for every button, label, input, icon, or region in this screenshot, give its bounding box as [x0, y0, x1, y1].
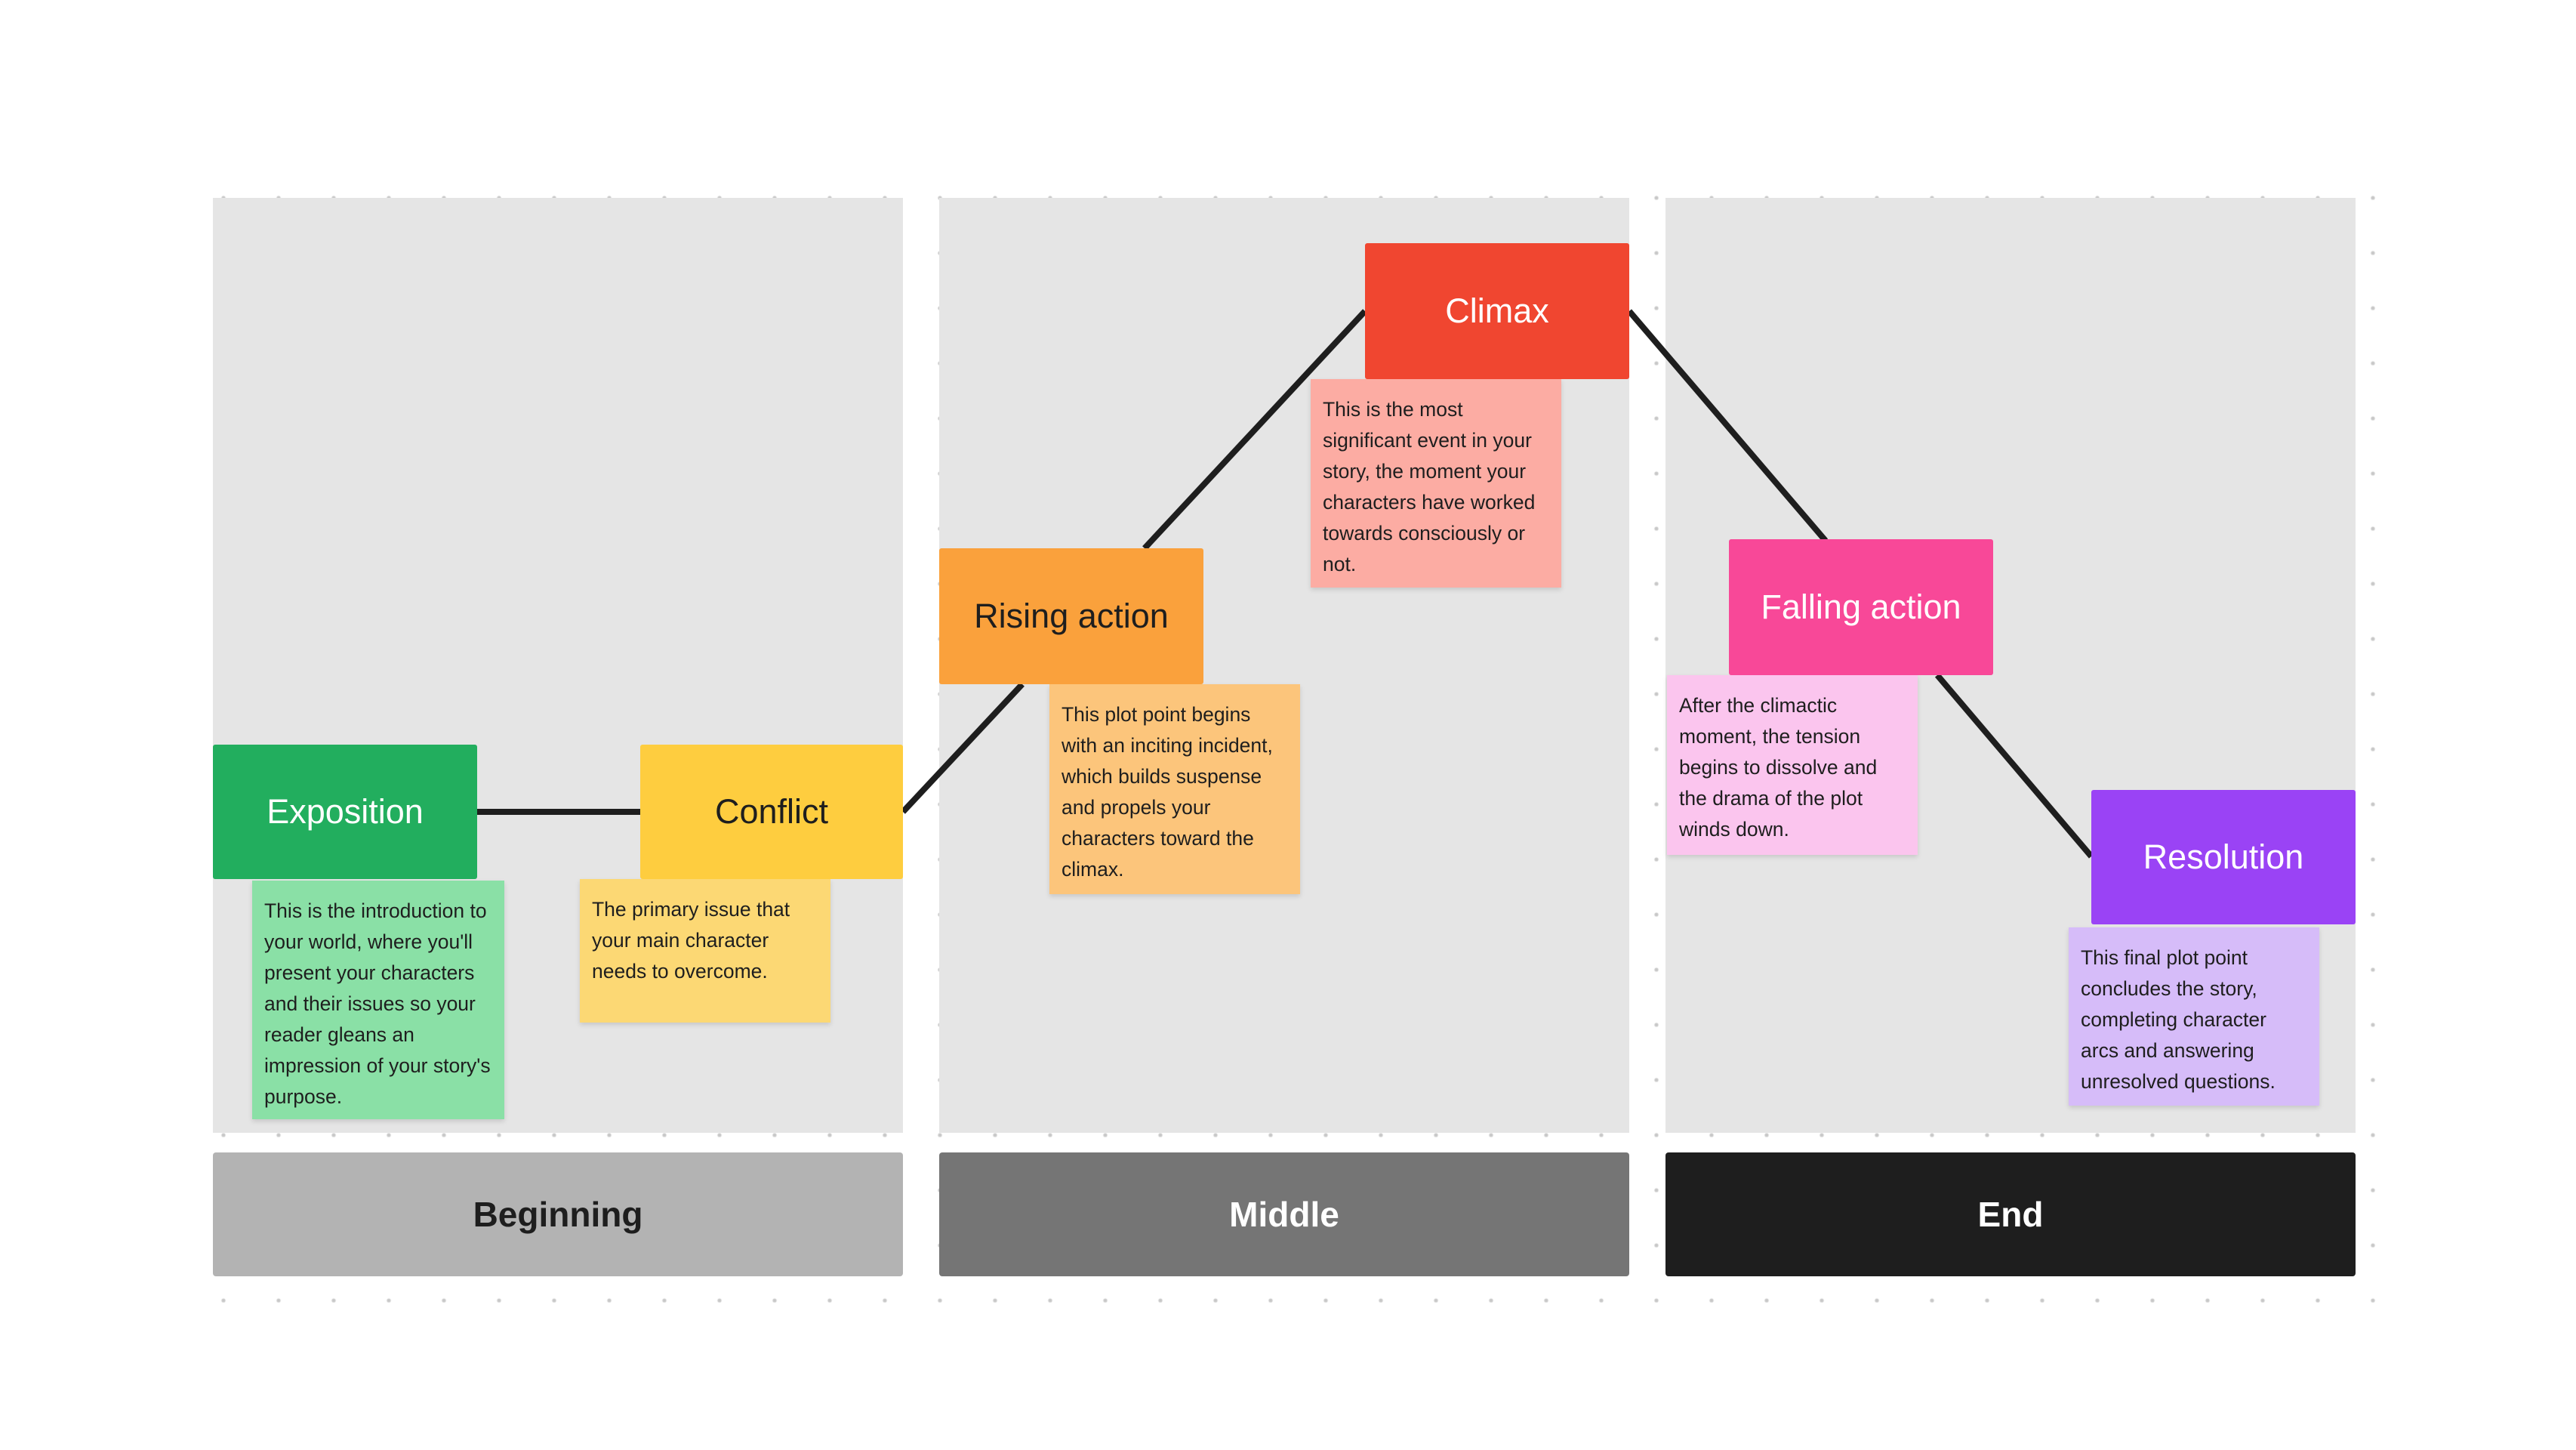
- connector-rising-climax[interactable]: [1142, 309, 1367, 551]
- node-climax[interactable]: Climax: [1365, 243, 1629, 379]
- note-rising-action[interactable]: This plot point begins with an inciting …: [1049, 684, 1300, 894]
- node-resolution-label: Resolution: [2143, 838, 2304, 876]
- footer-end[interactable]: End: [1665, 1152, 2356, 1276]
- footer-beginning-label: Beginning: [473, 1195, 643, 1234]
- note-exposition[interactable]: This is the introduction to your world, …: [252, 881, 504, 1119]
- footer-middle[interactable]: Middle: [939, 1152, 1629, 1276]
- node-falling-action-label: Falling action: [1761, 588, 1961, 626]
- node-resolution[interactable]: Resolution: [2091, 790, 2356, 924]
- connector-conflict-rising[interactable]: [901, 682, 1025, 814]
- node-exposition[interactable]: Exposition: [213, 745, 477, 879]
- note-falling-action[interactable]: After the climactic moment, the tension …: [1667, 675, 1918, 855]
- footer-beginning[interactable]: Beginning: [213, 1152, 903, 1276]
- node-conflict-label: Conflict: [714, 792, 829, 831]
- connector-climax-falling[interactable]: [1626, 309, 1829, 543]
- node-climax-label: Climax: [1445, 292, 1549, 330]
- node-exposition-label: Exposition: [267, 792, 424, 831]
- note-climax[interactable]: This is the most significant event in yo…: [1311, 379, 1561, 588]
- node-rising-action[interactable]: Rising action: [939, 548, 1203, 684]
- node-falling-action[interactable]: Falling action: [1729, 539, 1993, 675]
- node-conflict[interactable]: Conflict: [640, 745, 903, 879]
- node-rising-action-label: Rising action: [974, 597, 1169, 635]
- note-resolution[interactable]: This final plot point concludes the stor…: [2069, 927, 2319, 1106]
- footer-end-label: End: [1977, 1195, 2044, 1234]
- footer-middle-label: Middle: [1229, 1195, 1339, 1234]
- note-conflict[interactable]: The primary issue that your main charact…: [580, 879, 830, 1023]
- connector-falling-resolution[interactable]: [1934, 673, 2094, 859]
